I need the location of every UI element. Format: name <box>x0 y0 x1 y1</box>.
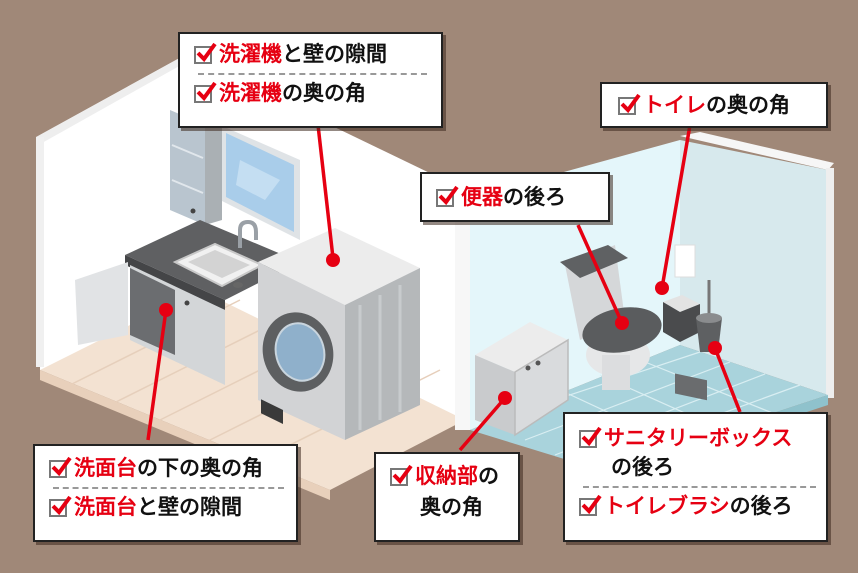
storage-cabinet-front <box>475 355 515 435</box>
laundry-room <box>36 55 465 500</box>
checklist-item: トイレブラシの後ろ <box>579 494 820 518</box>
dashed-divider <box>198 73 427 75</box>
checklist-item: 便器の後ろ <box>436 185 598 209</box>
wall-cabinet <box>170 110 205 225</box>
sanitary-box-body <box>663 302 700 342</box>
callout-storage: 収納部の 奥の角 <box>374 452 520 542</box>
sink-bowl <box>188 250 250 278</box>
storage-cabinet-top <box>475 322 568 372</box>
item-text: の下の奥の角 <box>137 456 263 480</box>
partition-wall <box>455 200 470 430</box>
faucet <box>238 219 258 248</box>
marker-dots <box>159 253 722 405</box>
red-dot-marker-icon <box>655 281 669 295</box>
callout-washer: 洗濯機と壁の隙間 洗濯機の奥の角 <box>178 32 443 128</box>
checklist-item: 洗面台と壁の隙間 <box>49 495 288 519</box>
leader-toilet-corner <box>660 124 692 289</box>
red-dot-marker-icon <box>159 303 173 317</box>
cabinet-knob <box>190 208 196 214</box>
item-highlight: 洗濯機 <box>219 81 282 105</box>
item-highlight: 洗面台 <box>74 495 137 519</box>
item-text: と壁の隙間 <box>282 42 387 66</box>
sink-drain <box>233 282 243 288</box>
checklist-item: 洗濯機の奥の角 <box>194 81 431 105</box>
leader-sanitary <box>713 347 742 413</box>
item-text: の奥の角 <box>706 93 790 117</box>
laundry-left-wall-edge <box>36 137 44 367</box>
item-text: と壁の隙間 <box>137 495 242 519</box>
item-highlight: 洗面台 <box>74 456 137 480</box>
dashed-divider <box>53 487 284 489</box>
item-text: の <box>478 464 499 488</box>
item-highlight: サニタリーボックス <box>604 426 793 450</box>
item-text: の奥の角 <box>282 81 366 105</box>
item-highlight: 収納部 <box>415 464 478 488</box>
leader-toilet-bowl <box>576 224 624 324</box>
checklist-item: 洗濯機と壁の隙間 <box>194 42 431 66</box>
checked-checkbox-icon <box>579 494 602 516</box>
window-glare <box>236 160 280 200</box>
checked-checkbox-icon <box>194 42 217 64</box>
item-text: 奥の角 <box>420 495 483 519</box>
vanity-countertop-front <box>125 255 225 310</box>
checked-checkbox-icon <box>618 93 641 115</box>
sanitary-box-top <box>663 295 700 312</box>
paper-holder <box>675 373 707 401</box>
checked-checkbox-icon <box>436 185 459 207</box>
vanity-knob <box>184 300 190 306</box>
checked-checkbox-icon <box>579 426 602 448</box>
callout-toilet-bowl: 便器の後ろ <box>420 172 610 222</box>
toilet-base <box>602 355 630 390</box>
leader-sink <box>146 309 168 441</box>
checklist-item: サニタリーボックス <box>579 426 820 450</box>
washer-side-ribs <box>358 285 402 430</box>
callout-toilet-corner: トイレの奥の角 <box>600 82 828 128</box>
callout-sink: 洗面台の下の奥の角 洗面台と壁の隙間 <box>33 444 298 542</box>
checklist-item-continuation: 奥の角 <box>390 497 512 518</box>
dashed-divider <box>583 486 816 488</box>
checked-checkbox-icon <box>194 81 217 103</box>
toilet-wall-edge-top <box>680 132 834 170</box>
item-highlight: トイレブラシ <box>604 494 730 518</box>
toilet-paper-roll <box>674 244 696 278</box>
item-text: の後ろ <box>729 494 793 518</box>
red-dot-marker-icon <box>498 391 512 405</box>
washer-display <box>261 399 283 425</box>
item-text: の後ろ <box>611 455 674 479</box>
checklist-item: トイレの奥の角 <box>618 93 816 117</box>
laundry-wall-edge <box>36 55 190 143</box>
callout-sanitary: サニタリーボックス の後ろ トイレブラシの後ろ <box>563 412 828 542</box>
item-text: の後ろ <box>503 185 566 209</box>
checked-checkbox-icon <box>390 464 413 486</box>
checked-checkbox-icon <box>49 456 72 478</box>
checked-checkbox-icon <box>49 495 72 517</box>
red-dot-marker-icon <box>326 253 340 267</box>
leader-lines <box>146 124 742 452</box>
checklist-item: 収納部の <box>390 464 512 488</box>
vanity-open-door <box>75 262 128 345</box>
item-highlight: トイレ <box>643 93 706 117</box>
storage-knob <box>535 360 541 366</box>
wall-cabinet-side <box>205 118 222 225</box>
storage-cabinet-doors <box>514 338 569 437</box>
red-dot-marker-icon <box>615 316 629 330</box>
checklist-item-continuation: の後ろ <box>579 457 820 478</box>
brush-holder-rim <box>696 313 722 323</box>
toilet-floor <box>470 345 828 470</box>
storage-knob <box>525 365 531 371</box>
washer-door-glass <box>274 322 326 382</box>
washer-top <box>258 228 420 305</box>
item-highlight: 洗濯機 <box>219 42 282 66</box>
leader-washer <box>316 124 335 259</box>
item-highlight: 便器 <box>461 185 503 209</box>
toilet-wall-edge-right <box>826 168 834 398</box>
leader-storage <box>458 396 507 452</box>
checklist-item: 洗面台の下の奥の角 <box>49 456 288 480</box>
red-dot-marker-icon <box>708 341 722 355</box>
